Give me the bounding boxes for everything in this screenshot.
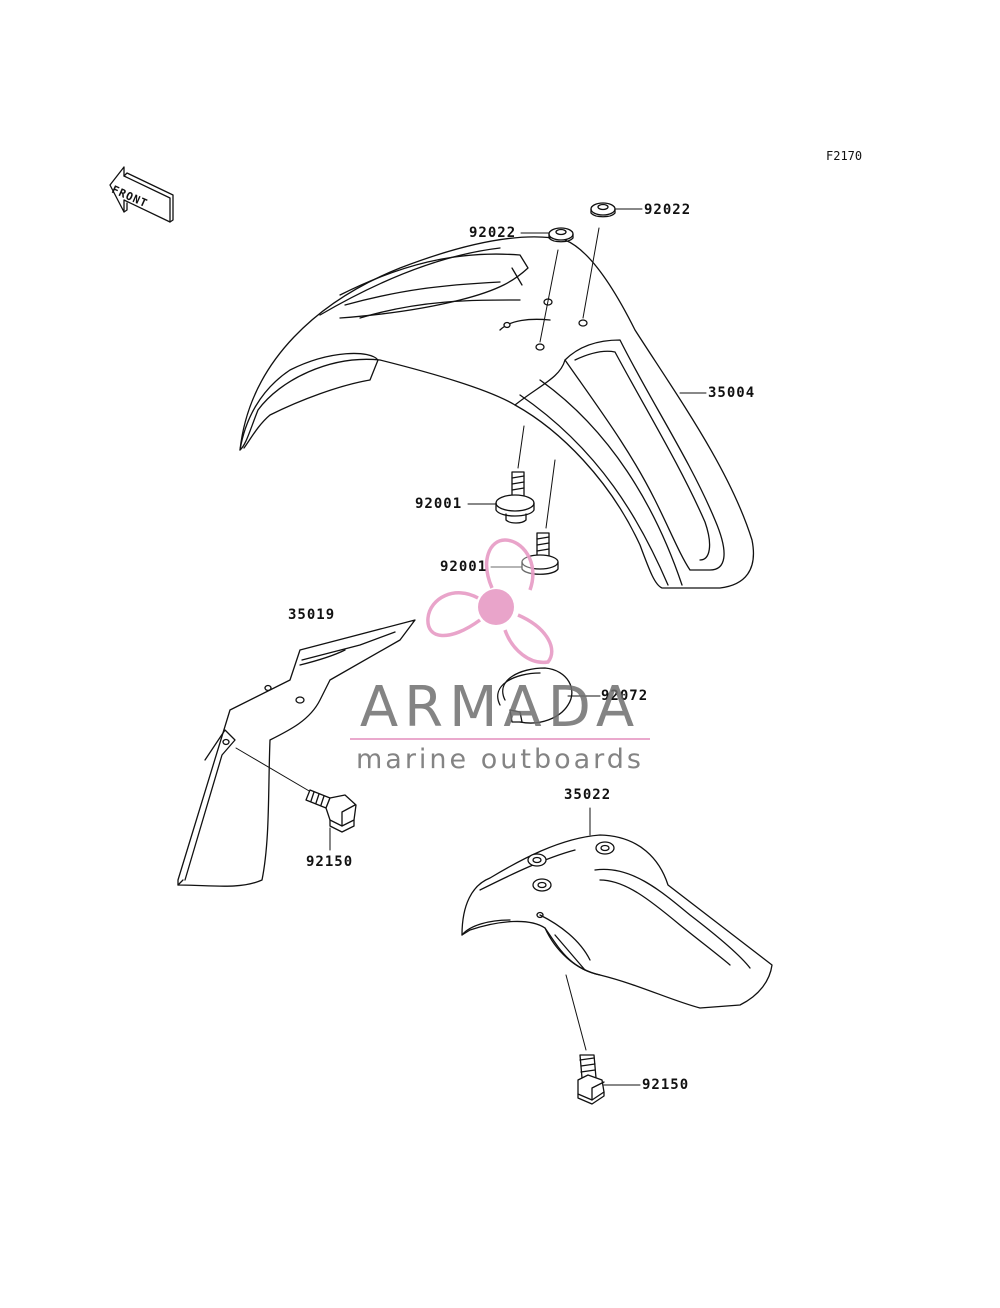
bolt-92150-bottom [577, 1054, 605, 1105]
rear-fender-35022 [461, 834, 773, 1009]
figure-code: F2170 [826, 149, 863, 163]
clamp-92072 [497, 667, 573, 724]
watermark-brand: ARMADA [359, 675, 641, 740]
armada-propeller-logo [426, 538, 554, 665]
part-label-92022-right: 92022 [644, 202, 692, 218]
washer-92022-left [548, 227, 574, 243]
part-label-92150-left: 92150 [306, 854, 354, 870]
part-label-92072: 92072 [601, 688, 649, 704]
bolt-92150-left [305, 789, 357, 833]
part-label-35019: 35019 [288, 607, 336, 623]
front-fender-35004 [239, 236, 754, 589]
watermark-tagline: marine outboards [355, 744, 644, 775]
number-plate-35019 [177, 619, 416, 887]
part-label-35004: 35004 [708, 385, 756, 401]
bolt-92001-upper [495, 471, 535, 524]
watermark-divider [350, 738, 650, 740]
front-arrow-icon [109, 166, 174, 223]
washer-92022-right [590, 202, 616, 218]
part-label-92001-lower: 92001 [440, 559, 488, 575]
part-label-92150-bottom: 92150 [642, 1077, 690, 1093]
part-label-35022: 35022 [564, 787, 612, 803]
part-label-92001-upper: 92001 [415, 496, 463, 512]
part-label-92022-left: 92022 [469, 225, 517, 241]
